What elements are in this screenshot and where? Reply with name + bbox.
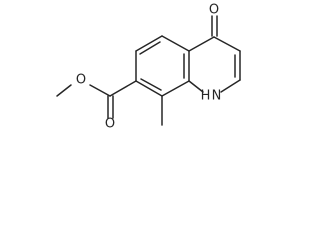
bond-c4a-c5 xyxy=(161,35,190,52)
atom-label-ester-carbonyl-oxygen: O xyxy=(105,117,115,132)
bond-c5-c6 xyxy=(135,35,163,52)
chemical-structure: O O O H N xyxy=(56,3,241,132)
bond-n1-c8a xyxy=(188,80,204,93)
bond-c7-ester-c xyxy=(109,80,137,97)
bond-c7-c8-inner xyxy=(140,78,162,91)
atom-label-ring-nitrogen: H N xyxy=(201,89,222,104)
bond-c5-c6-inner xyxy=(139,41,161,55)
bond-c2-n1 xyxy=(220,79,241,93)
bond-c4-c4a xyxy=(188,36,215,52)
atom-label-ester-ether-oxygen: O xyxy=(76,73,86,88)
bond-c7-c8 xyxy=(135,80,163,97)
bond-c8-c8a xyxy=(161,80,190,97)
bond-ester-c-oether xyxy=(89,84,111,97)
bond-c4-c3 xyxy=(213,36,241,52)
atom-label-carbonyl-oxygen: O xyxy=(209,3,219,18)
bond-oether-methyl xyxy=(56,84,72,97)
